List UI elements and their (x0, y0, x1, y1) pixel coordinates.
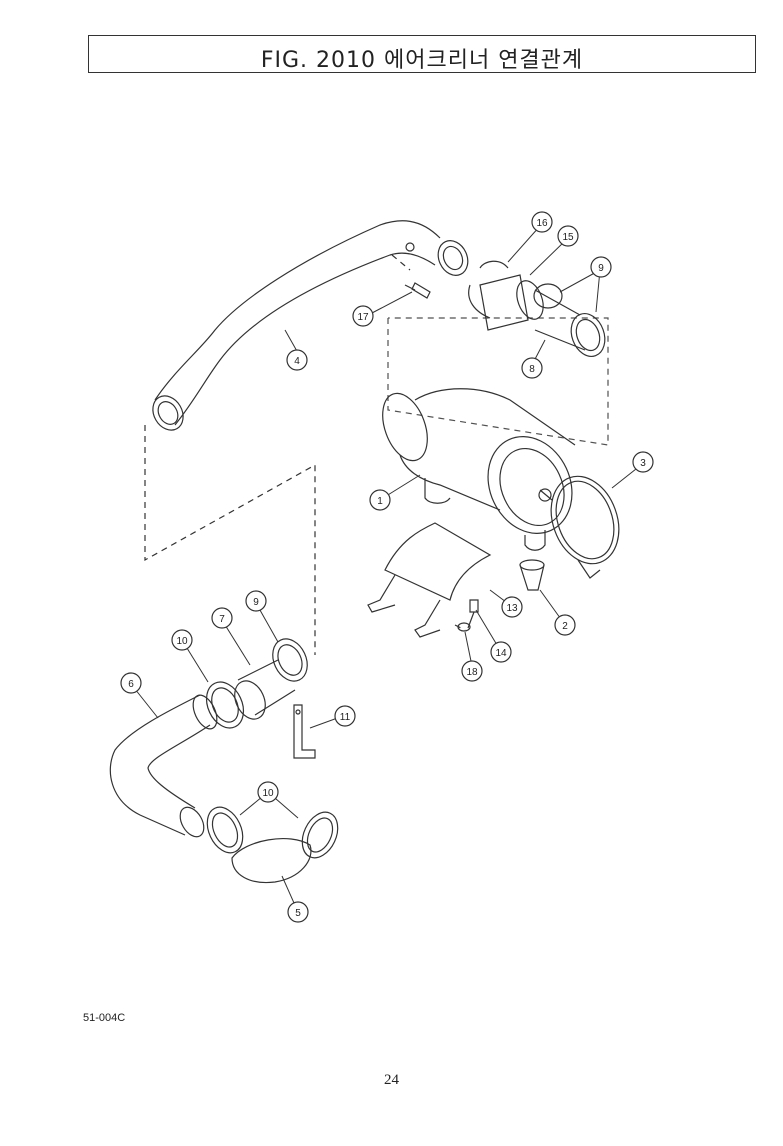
svg-text:18: 18 (466, 667, 478, 678)
page-number: 24 (384, 1072, 399, 1088)
callout-5: 5 (287, 901, 309, 923)
callout-4: 4 (286, 349, 308, 371)
svg-text:11: 11 (340, 712, 351, 723)
svg-text:15: 15 (562, 232, 574, 243)
svg-text:1: 1 (377, 496, 383, 507)
callout-10-lower: 10 (257, 781, 279, 803)
svg-text:9: 9 (253, 597, 259, 608)
elbow-part-5 (231, 838, 312, 884)
band-clamp-part-3 (550, 475, 620, 579)
callout-group: 1 2 3 4 5 6 7 8 9 9 10 10 11 13 14 15 16… (120, 211, 654, 923)
svg-text:8: 8 (529, 364, 535, 375)
svg-text:10: 10 (262, 788, 274, 799)
callout-17: 17 (352, 305, 374, 327)
svg-text:6: 6 (128, 679, 134, 690)
callout-9-lower: 9 (245, 590, 267, 612)
svg-text:2: 2 (562, 621, 568, 632)
callout-7: 7 (211, 607, 233, 629)
mounting-strap-part-13 (367, 522, 492, 638)
svg-text:7: 7 (219, 614, 225, 625)
svg-text:10: 10 (176, 636, 188, 647)
callout-6: 6 (120, 672, 142, 694)
svg-text:5: 5 (295, 908, 301, 919)
callout-8: 8 (521, 357, 543, 379)
callout-18: 18 (461, 660, 483, 682)
lower-coupler-assembly (205, 638, 308, 729)
figure-title: FIG. 2010 에어크리너 연결관계 (260, 48, 584, 73)
svg-text:14: 14 (495, 648, 507, 659)
svg-text:9: 9 (598, 263, 604, 274)
assembly-dash-lines (144, 254, 609, 655)
svg-text:3: 3 (640, 458, 646, 469)
callout-10-upper: 10 (171, 629, 193, 651)
callout-14: 14 (490, 641, 512, 663)
drawing-code: 51-004C (83, 1012, 126, 1024)
svg-text:17: 17 (357, 312, 369, 323)
figure-title-box: FIG. 2010 에어크리너 연결관계 (88, 35, 756, 73)
callout-9-upper: 9 (590, 256, 612, 278)
sensor-part-17 (404, 282, 431, 299)
dust-valve-part-2 (519, 559, 545, 591)
callout-11: 11 (334, 705, 356, 727)
svg-text:4: 4 (294, 356, 300, 367)
bracket-part-11 (293, 704, 316, 759)
callout-13: 13 (501, 596, 523, 618)
svg-text:13: 13 (506, 603, 518, 614)
callout-16: 16 (531, 211, 553, 233)
callout-1: 1 (369, 489, 391, 511)
bolt-washer-parts (457, 599, 479, 632)
upper-hose-assembly (468, 260, 606, 357)
air-cleaner-part-1 (382, 388, 576, 551)
svg-text:16: 16 (536, 218, 548, 229)
callout-2: 2 (554, 614, 576, 636)
callout-15: 15 (557, 225, 579, 247)
callout-3: 3 (632, 451, 654, 473)
lower-clamps-part-10 (206, 806, 339, 859)
lower-pipe-part-6 (109, 694, 218, 838)
intake-pipe-part-4 (152, 220, 469, 431)
